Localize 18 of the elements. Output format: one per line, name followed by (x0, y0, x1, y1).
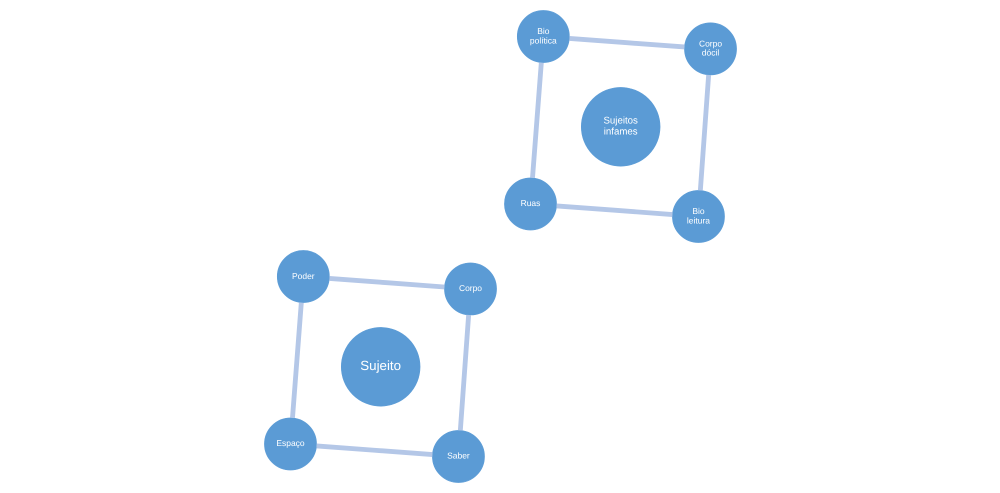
node-circle: Ruas (504, 178, 556, 230)
connector (556, 204, 672, 217)
connector (568, 36, 684, 50)
node-circle: Bio política (516, 10, 570, 63)
node-circle: Sujeito (340, 327, 420, 406)
node-circle: Poder (276, 250, 330, 303)
node-circle: Bio leitura (672, 190, 724, 243)
node-circle: Corpo (444, 262, 496, 316)
connector (697, 74, 711, 191)
node-circle: Corpo dócil (684, 22, 736, 76)
node-circle: Sujeitos infames (580, 87, 660, 166)
connector (316, 444, 432, 457)
node-circle: Saber (432, 430, 484, 483)
connector (328, 276, 444, 290)
connector (530, 62, 544, 178)
connector (457, 314, 471, 431)
connector (290, 302, 304, 418)
node-circle: Espaço (264, 418, 316, 470)
